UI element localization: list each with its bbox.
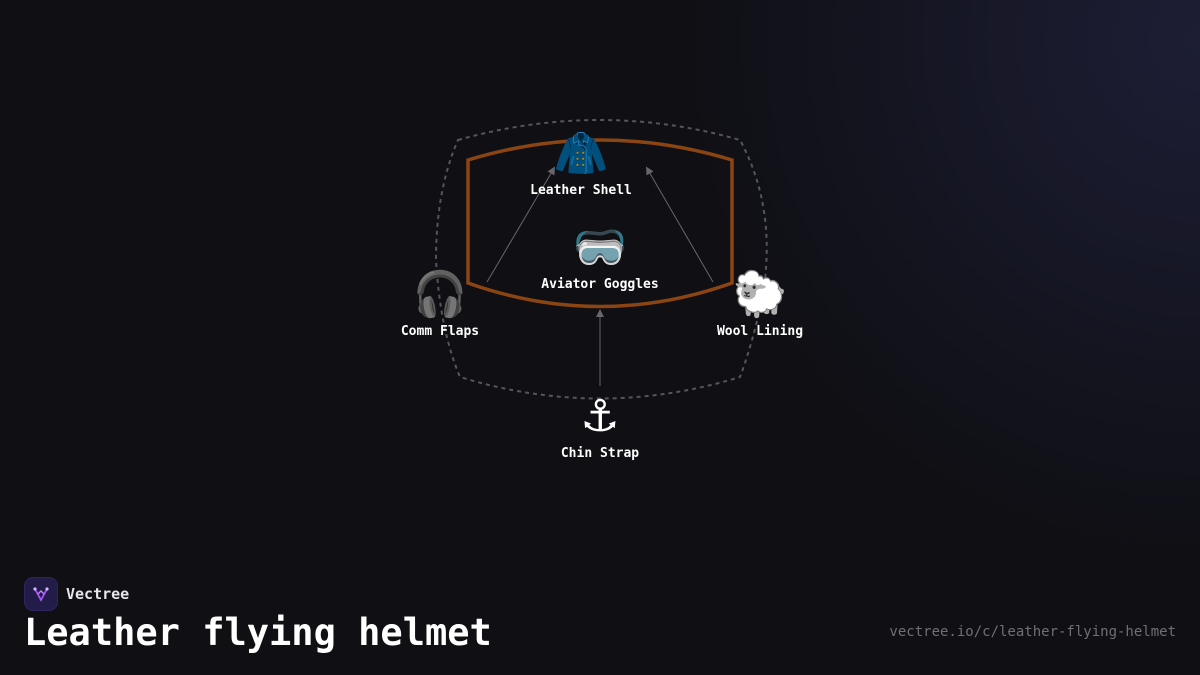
sheep-icon: 🐑: [732, 269, 788, 320]
outer-dashed-boundary: [434, 119, 768, 400]
node-label-wool-lining: Wool Lining: [716, 324, 804, 339]
node-label-leather-shell: Leather Shell: [530, 183, 632, 198]
headphone-icon: 🎧: [412, 269, 468, 320]
node-chin-strap[interactable]: ⚓ Chin Strap: [520, 391, 680, 462]
node-leather-shell[interactable]: 🧥 Leather Shell: [501, 128, 661, 199]
node-label-chin-strap: Chin Strap: [560, 446, 640, 461]
connector-comm-flaps-to-shell: [486, 166, 556, 283]
page-url[interactable]: vectree.io/c/leather-flying-helmet: [889, 624, 1176, 640]
coat-icon: 🧥: [553, 128, 609, 179]
connector-wool-lining-to-shell: [645, 166, 714, 283]
node-label-comm-flaps: Comm Flaps: [400, 324, 480, 339]
vectree-logo-icon: [24, 577, 58, 611]
brand-name: Vectree: [66, 585, 130, 603]
anchor-icon: ⚓: [580, 391, 620, 442]
node-label-aviator-goggles: Aviator Goggles: [541, 277, 659, 292]
node-wool-lining[interactable]: 🐑 Wool Lining: [680, 269, 840, 340]
node-comm-flaps[interactable]: 🎧 Comm Flaps: [360, 269, 520, 340]
brand[interactable]: Vectree: [24, 577, 129, 611]
leather-shell-outline: [466, 138, 734, 309]
goggles-icon: 🥽: [572, 222, 628, 273]
page-title: Leather flying helmet: [24, 611, 492, 654]
node-aviator-goggles[interactable]: 🥽 Aviator Goggles: [520, 222, 680, 293]
